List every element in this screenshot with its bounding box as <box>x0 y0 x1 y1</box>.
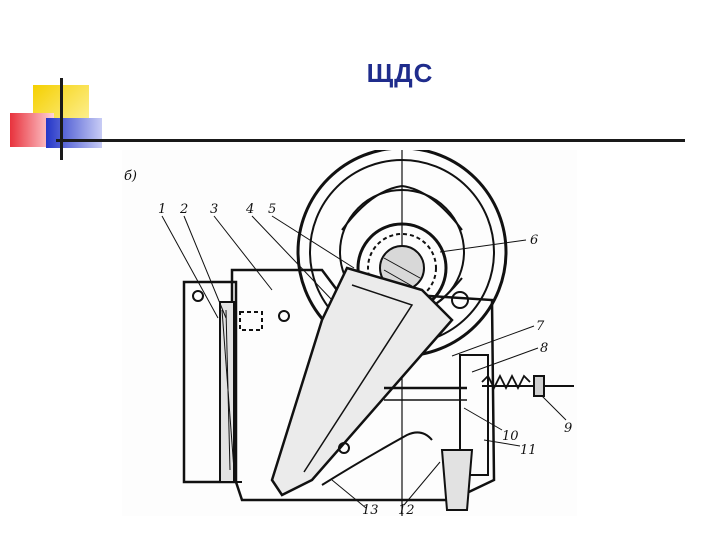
jaw-crusher-diagram: б) 1 2 3 4 5 6 7 8 9 10 11 12 13 <box>122 150 577 516</box>
shaft-hatch <box>383 257 421 279</box>
bolt <box>338 442 350 454</box>
swing-jaw-rib <box>303 284 414 473</box>
dashed-pocket <box>239 311 263 331</box>
bolt <box>278 310 290 322</box>
part-label-1: 1 <box>158 202 166 217</box>
title-rule <box>56 139 685 142</box>
part-label-10: 10 <box>502 429 519 444</box>
tension-spring <box>481 373 531 391</box>
part-label-6: 6 <box>530 233 538 248</box>
shaft-hatch <box>383 269 413 287</box>
part-label-7: 7 <box>536 319 545 334</box>
deco-vertical-line <box>60 78 63 160</box>
part-label-2: 2 <box>179 202 188 217</box>
deco-blue-square <box>46 118 102 148</box>
eccentric-bearing-mid <box>367 233 437 303</box>
part-label-3: 3 <box>210 202 218 217</box>
part-label-11: 11 <box>520 443 537 458</box>
jaw-plate-hatch <box>225 309 231 471</box>
part-label-4: 4 <box>245 202 254 217</box>
diagram-svg: б) 1 2 3 4 5 6 7 8 9 10 11 12 13 <box>124 150 574 516</box>
wedge <box>440 449 474 511</box>
part-label-9: 9 <box>564 421 572 436</box>
lubrication-pipe <box>321 431 433 486</box>
bolt <box>451 291 469 309</box>
spring-nut <box>533 375 545 397</box>
panel-label: б) <box>124 169 137 184</box>
part-label-13: 13 <box>362 503 379 516</box>
bolt <box>192 290 204 302</box>
rear-block <box>459 354 489 476</box>
part-label-12: 12 <box>398 503 415 516</box>
leader-lines <box>161 215 567 509</box>
part-label-5: 5 <box>268 202 276 217</box>
part-label-8: 8 <box>540 341 548 356</box>
fixed-jaw-plate <box>219 301 235 483</box>
decorative-squares <box>10 78 102 160</box>
slide-title: ЩДС <box>366 58 434 88</box>
